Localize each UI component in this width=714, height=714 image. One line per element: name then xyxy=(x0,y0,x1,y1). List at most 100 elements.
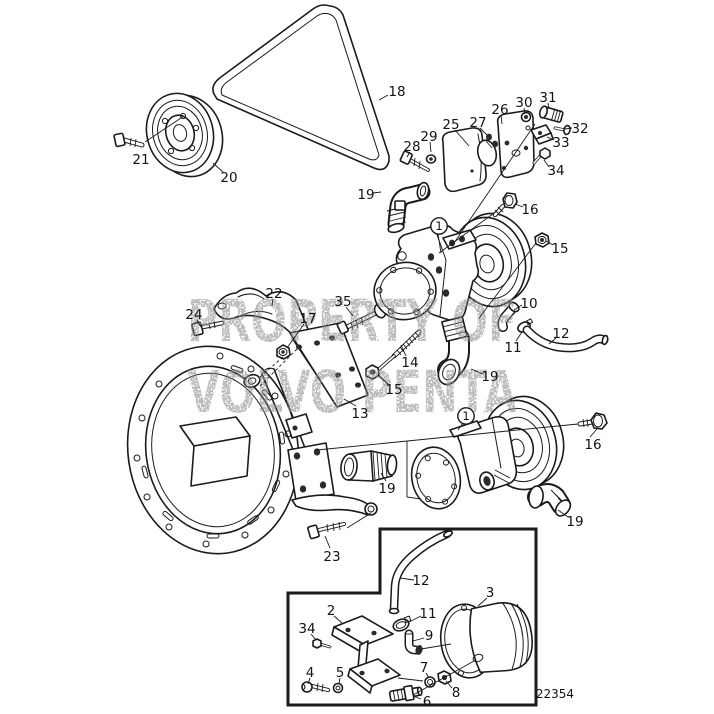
elbow-fitting-19-top xyxy=(386,181,431,234)
inset-bolt-34 xyxy=(312,638,332,649)
callout-15-15: 15 xyxy=(545,240,569,257)
figure-number: 22354 xyxy=(536,687,574,701)
callout-number: 26 xyxy=(491,102,508,118)
bolt-28 xyxy=(399,150,430,172)
callout-28-3: 28 xyxy=(403,139,421,158)
callout-number: 4 xyxy=(306,665,315,681)
callout-leader xyxy=(543,159,550,168)
callout-number: 14 xyxy=(401,355,418,371)
callout-leader xyxy=(343,398,357,407)
callout-leader xyxy=(408,615,422,623)
callout-leader xyxy=(547,102,550,110)
flywheel-housing xyxy=(126,345,378,555)
leader-line xyxy=(438,210,498,254)
callout-24-26: 24 xyxy=(185,307,203,328)
bolt-34-top xyxy=(532,147,551,165)
callout-number: 6 xyxy=(423,694,432,710)
bolt-16-lower xyxy=(577,412,608,430)
callout-leader xyxy=(380,472,387,482)
screw-32 xyxy=(553,124,571,136)
callout-7-41: 7 xyxy=(420,660,430,679)
callout-leader xyxy=(412,695,422,700)
housing-rim-bolt-holes xyxy=(133,352,292,548)
callout-leader xyxy=(378,375,389,385)
callout-number: 10 xyxy=(520,296,537,312)
callout-leader xyxy=(338,677,341,685)
drive-belt xyxy=(212,4,390,171)
callout-14-20: 14 xyxy=(400,344,419,371)
callout-leader xyxy=(515,331,523,342)
callout-number: 9 xyxy=(425,628,434,644)
lock-nut-17 xyxy=(276,344,291,360)
callout-16-30: 16 xyxy=(584,428,602,453)
callout-number: 19 xyxy=(357,187,374,203)
pump-bottom-port xyxy=(479,469,511,491)
callout-circle xyxy=(430,217,448,235)
callout-19-14: 19 xyxy=(357,187,382,203)
callout-number: 34 xyxy=(298,621,315,637)
callout-leader xyxy=(212,162,224,173)
callout-number: 15 xyxy=(385,382,402,398)
callout-leader xyxy=(378,94,389,101)
callout-13-27: 13 xyxy=(343,398,369,422)
callout-leader xyxy=(310,633,317,641)
callout-22-25: 22 xyxy=(265,286,283,307)
callout-number: 11 xyxy=(504,340,521,356)
callout-leader xyxy=(546,136,555,141)
bracket-bolt-23 xyxy=(307,521,347,540)
pump-front-flange xyxy=(373,261,437,321)
callout-11-18: 11 xyxy=(504,331,523,356)
callout-number: 35 xyxy=(334,294,351,310)
callout-leader xyxy=(477,597,488,607)
inset-hose-clamp-11 xyxy=(392,615,412,632)
cover-plate-25 xyxy=(441,127,487,193)
callout-leader xyxy=(548,337,557,345)
callout-number: 1 xyxy=(462,409,469,423)
callout-19-31: 19 xyxy=(378,472,396,497)
callout-number: 32 xyxy=(571,121,588,137)
callout-33-11: 33 xyxy=(546,135,570,151)
callout-number: 18 xyxy=(388,84,405,100)
callout-19-22: 19 xyxy=(470,368,499,385)
callout-34-12: 34 xyxy=(543,159,565,179)
nut-30 xyxy=(520,111,532,123)
inset-cover-3 xyxy=(439,602,533,679)
callout-leader xyxy=(479,127,488,136)
pulley-bolt xyxy=(113,132,145,148)
callout-leader xyxy=(454,129,470,147)
callout-3-36: 3 xyxy=(477,585,494,607)
leader-line xyxy=(346,512,372,529)
leader-line-layer xyxy=(144,115,579,696)
callout-leader xyxy=(345,306,354,317)
sea-water-pump-upper xyxy=(373,212,533,322)
callout-number: 8 xyxy=(452,685,461,701)
leader-line xyxy=(412,660,475,696)
callout-leader xyxy=(286,323,305,349)
callout-leader xyxy=(271,298,274,307)
callout-leader xyxy=(513,304,523,311)
watermark-line-1: PROPERTY OF xyxy=(187,287,517,355)
callout-number: 1 xyxy=(435,219,442,233)
callout-29-4: 29 xyxy=(420,129,438,153)
pump-lower-flange xyxy=(410,446,462,510)
callout-leader xyxy=(412,637,425,642)
callout-number: 5 xyxy=(336,665,345,681)
callout-number: 22 xyxy=(265,286,282,302)
callout-leader xyxy=(564,127,573,130)
leader-line xyxy=(420,643,452,650)
callout-20-2: 20 xyxy=(212,162,238,186)
threaded-stud-14 xyxy=(377,329,422,371)
callout-leader xyxy=(500,114,503,125)
callout-number: 13 xyxy=(351,406,368,422)
inset-fitting-6 xyxy=(388,684,423,702)
callout-1-16: 1 xyxy=(430,217,448,254)
callout-19-32: 19 xyxy=(557,509,584,530)
callout-2-37: 2 xyxy=(327,603,343,624)
callout-6-43: 6 xyxy=(412,694,432,710)
callout-number: 19 xyxy=(378,481,395,497)
callout-1-29: 1 xyxy=(457,407,475,431)
callout-number: 19 xyxy=(566,514,583,530)
callout-number: 19 xyxy=(481,369,498,385)
callout-21-1: 21 xyxy=(132,152,149,168)
